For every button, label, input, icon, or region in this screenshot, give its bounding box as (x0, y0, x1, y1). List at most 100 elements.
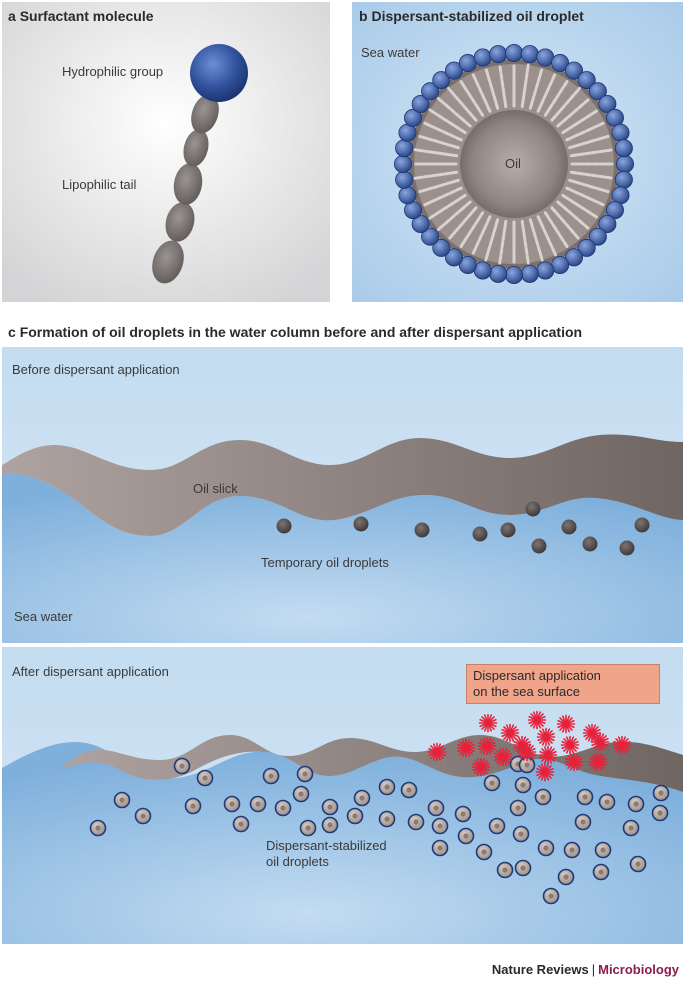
after-heading: After dispersant application (12, 664, 169, 679)
dispersant-burst (538, 745, 558, 765)
dispersant-stabilized-oil-droplets (89, 755, 670, 905)
stabilized-oil-droplet (563, 841, 581, 859)
surfactant-tail (556, 200, 592, 231)
stabilized-oil-droplet (652, 784, 670, 802)
surfactant-tail (520, 219, 530, 265)
surfactant-head (588, 227, 607, 246)
surfactant-tail (421, 186, 463, 208)
stabilized-oil-droplet (576, 788, 594, 806)
surfactant-tail (470, 71, 492, 113)
surfactant-tail (413, 148, 459, 158)
surfactant-head (616, 154, 635, 173)
dispersant-burst (456, 738, 476, 758)
surfactant-head (598, 94, 617, 113)
surfactant-head (432, 238, 451, 257)
surfactant-head (536, 261, 555, 280)
dispersant-burst (588, 752, 608, 772)
dispersant-burst (535, 762, 555, 782)
surfactant-tail (528, 66, 544, 110)
dispersant-burst (477, 736, 497, 756)
surfactant-head (411, 94, 430, 113)
temporary-oil-droplet (582, 536, 598, 552)
stabilized-oil-droplet (184, 797, 202, 815)
stabilized-oil-droplet (353, 789, 371, 807)
callout-line-2: on the sea surface (473, 684, 580, 699)
callout-line-1: Dispersant application (473, 668, 601, 683)
temporary-oil-droplet (414, 522, 430, 538)
stabilized-oil-droplet (488, 817, 506, 835)
surfactant-tail (413, 170, 459, 180)
dispersant-burst (560, 735, 580, 755)
stabilized-oil-droplet (483, 774, 501, 792)
stabilized-oil-droplet (574, 813, 592, 831)
surfactant-tail (568, 134, 612, 150)
stabilized-oil-droplet (262, 767, 280, 785)
temporary-droplets-label: Temporary oil droplets (261, 555, 389, 570)
stabilized-oil-droplet (346, 807, 364, 825)
dispersant-burst (500, 723, 520, 743)
stabilized-oil-droplet (378, 810, 396, 828)
stabilized-droplets-label: Dispersant-stabilized oil droplets (266, 838, 387, 870)
surfactant-tail (498, 63, 508, 109)
surfactant-head (421, 82, 440, 101)
stabilized-oil-droplet (592, 863, 610, 881)
surfactant-head (588, 82, 607, 101)
panel-b-title: b Dispersant-stabilized oil droplet (359, 8, 584, 24)
surfactant-head (605, 201, 624, 220)
panel-c-title-text: Formation of oil droplets in the water c… (19, 324, 583, 340)
surfactant-head (411, 215, 430, 234)
surfactant-tail (536, 215, 558, 257)
surfactant-head (432, 71, 451, 90)
surfactant-head (565, 61, 584, 80)
before-heading: Before dispersant application (12, 362, 180, 377)
surfactant-tail (569, 170, 615, 180)
surfactant-head (577, 71, 596, 90)
surfactant-tail (543, 78, 570, 117)
surfactant-tail (436, 97, 472, 128)
stabilized-oil-droplet (299, 819, 317, 837)
panel-b-title-text: Dispersant-stabilized oil droplet (371, 8, 584, 24)
dispersant-burst (478, 713, 498, 733)
temporary-oil-droplet (472, 526, 488, 542)
stabilized-oil-droplet (509, 799, 527, 817)
panel-a-title-text: Surfactant molecule (19, 8, 154, 24)
panel-c-before-scene (2, 347, 683, 643)
temporary-oil-droplet (276, 518, 292, 534)
panel-a-letter: a (8, 8, 16, 24)
temporary-oil-droplets (276, 501, 650, 556)
surfactant-tail (484, 66, 500, 110)
stabilized-label-line-2: oil droplets (266, 854, 329, 869)
dispersant-burst (590, 732, 610, 752)
surfactant-head (421, 227, 440, 246)
surfactant-tail (568, 178, 612, 194)
lipophilic-tail (152, 94, 219, 284)
surfactant-head (404, 108, 423, 127)
surfactant-tail (421, 120, 463, 142)
surfactant-tail (550, 206, 581, 242)
surfactant-tail (536, 71, 558, 113)
temporary-oil-droplet (353, 516, 369, 532)
surfactant-head (614, 170, 633, 189)
surfactant-tail (416, 178, 460, 194)
stabilized-oil-droplet (321, 798, 339, 816)
stabilized-oil-droplet (89, 819, 107, 837)
dispersant-callout: Dispersant application on the sea surfac… (466, 664, 660, 704)
temporary-oil-droplet (525, 501, 541, 517)
surfactant-head (489, 45, 508, 64)
dispersant-burst (612, 735, 632, 755)
stabilized-oil-droplet (594, 841, 612, 859)
panel-b-sea-water-label: Sea water (361, 45, 420, 60)
stabilized-oil-droplet (400, 781, 418, 799)
stabilized-oil-droplet (514, 859, 532, 877)
dispersant-burst (471, 757, 491, 777)
dispersant-burst (564, 752, 584, 772)
stabilized-oil-droplet (431, 839, 449, 857)
stabilized-oil-droplet (431, 817, 449, 835)
stabilized-oil-droplet (512, 825, 530, 843)
stabilized-oil-droplet (223, 795, 241, 813)
surfactant-head (520, 264, 539, 283)
surfactant-head (473, 48, 492, 67)
surfactant-head (395, 170, 414, 189)
stabilized-oil-droplet (629, 855, 647, 873)
surfactant-tail (484, 218, 500, 262)
